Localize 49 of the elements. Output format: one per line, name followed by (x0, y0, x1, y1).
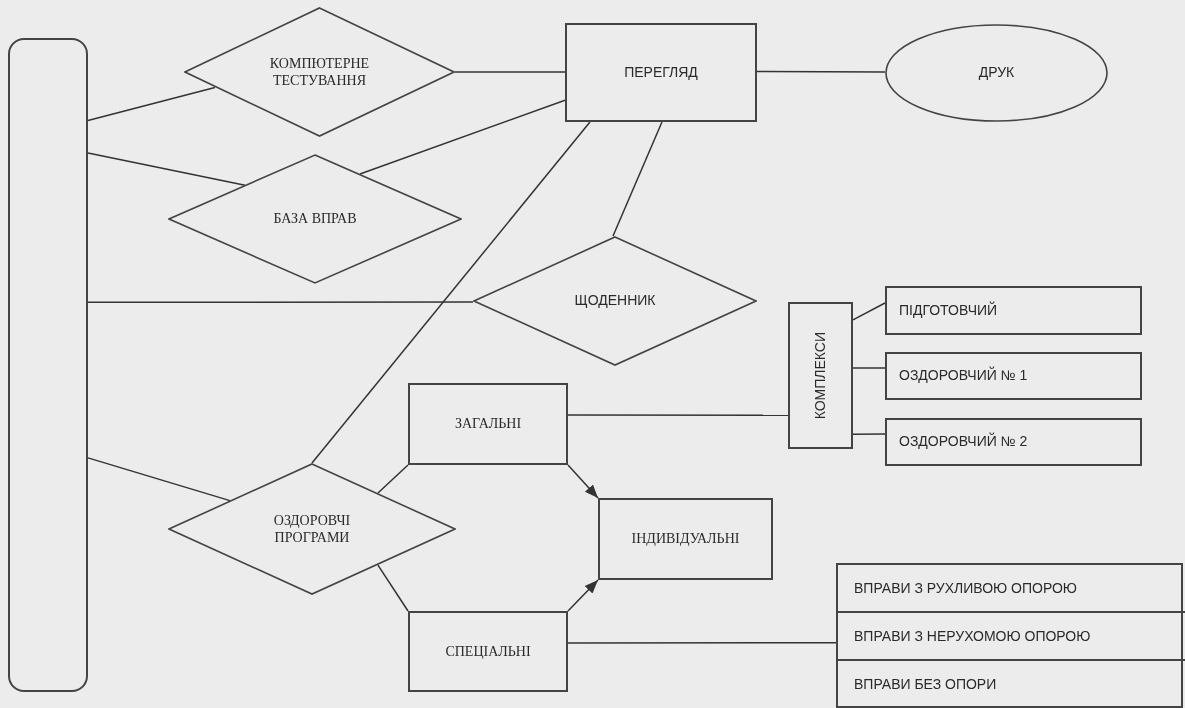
table-box (836, 563, 1183, 708)
arrow (567, 464, 599, 499)
node-label: ВПРАВИ З РУХЛИВОЮ ОПОРОЮ (854, 578, 1077, 598)
connector-line (87, 457, 231, 502)
node-label: ДРУК (977, 64, 1016, 82)
node-label: КОМПЛЕКСИ (811, 331, 829, 420)
arrow (567, 579, 599, 612)
connector-line (87, 301, 474, 303)
node-label: ОЗДОРОВЧИЙ № 2 (899, 433, 1028, 451)
connector-line (756, 70, 886, 73)
node-label: СПЕЦІАЛЬНІ (444, 642, 532, 661)
node-label: ЗАГАЛЬНІ (453, 415, 523, 433)
process-box (408, 611, 568, 692)
process-box (598, 498, 773, 580)
node-label: КОМПЮТЕРНЕ ТЕСТУВАННЯ (268, 54, 371, 90)
node-label: ОЗДОРОВЧИЙ № 1 (899, 367, 1028, 385)
node-label: ПЕРЕГЛЯД (623, 63, 699, 82)
node-label: ОЗДОРОВЧІ ПРОГРАМИ (272, 511, 352, 547)
node-label: ПІДГОТОВЧИЙ (899, 301, 998, 320)
process-box (788, 302, 853, 449)
connector-line (377, 564, 409, 612)
connector-line (612, 121, 663, 237)
node-label: БАЗА ВПРАВ (272, 210, 358, 228)
connector-line (87, 86, 216, 122)
node-label: ВПРАВИ БЕЗ ОПОРИ (854, 675, 997, 694)
connector-line (852, 367, 886, 369)
node-label: ВПРАВИ З НЕРУХОМОЮ ОПОРОЮ (854, 626, 1091, 646)
decision-diamond (184, 7, 455, 137)
connector-line (87, 152, 246, 186)
connector-line (359, 99, 566, 175)
connector-line (567, 642, 837, 644)
rounded-box (8, 38, 88, 692)
connector-line (311, 121, 591, 464)
decision-diamond (168, 154, 462, 284)
ellipse-node (885, 24, 1108, 122)
process-box (885, 352, 1142, 400)
decision-diamond (168, 463, 456, 595)
connector-line (852, 433, 886, 436)
connector-line (454, 71, 566, 73)
connector-line (377, 464, 409, 494)
process-box (408, 383, 568, 465)
connector-line (567, 414, 789, 416)
decision-diamond (473, 236, 757, 366)
process-box (885, 286, 1142, 335)
connector-line (852, 302, 886, 321)
node-label: ЩОДЕННИК (573, 292, 657, 310)
node-label: ІНДИВІДУАЛЬНІ (630, 530, 741, 548)
process-box (885, 418, 1142, 466)
process-box (565, 23, 757, 122)
